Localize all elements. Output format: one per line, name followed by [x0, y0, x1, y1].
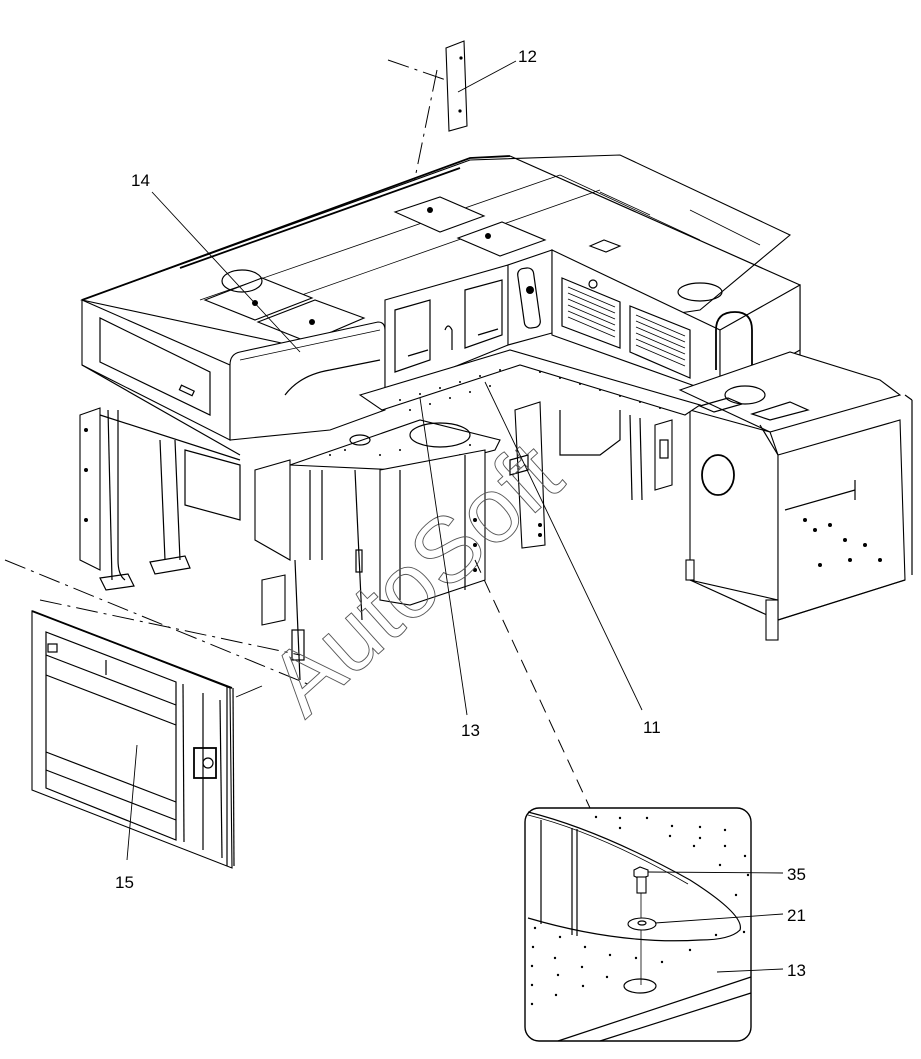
- right-housing: [678, 351, 913, 641]
- callout-labels: 12 14 13 11 15 35 21 13: [115, 47, 806, 980]
- callout-15: 15: [115, 873, 134, 892]
- main-enclosure: [80, 154, 801, 456]
- callout-14: 14: [131, 171, 150, 190]
- callout-12: 12: [518, 47, 537, 66]
- louver-lines: [567, 286, 686, 367]
- part-12-bracket-plate: [377, 40, 468, 361]
- callout-13: 13: [461, 721, 480, 740]
- detail-callout-13: 13: [787, 961, 806, 980]
- detail-callout-35: 35: [787, 865, 806, 884]
- part-15-door-panel: [4, 559, 311, 869]
- callout-11: 11: [643, 718, 661, 737]
- detail-explode-line: [474, 559, 591, 809]
- detail-view: [524, 807, 784, 1042]
- lower-frame: [79, 401, 673, 681]
- leader-lines: [126, 60, 643, 861]
- detail-callout-21: 21: [787, 906, 806, 925]
- detail-perforations: [530, 815, 750, 1006]
